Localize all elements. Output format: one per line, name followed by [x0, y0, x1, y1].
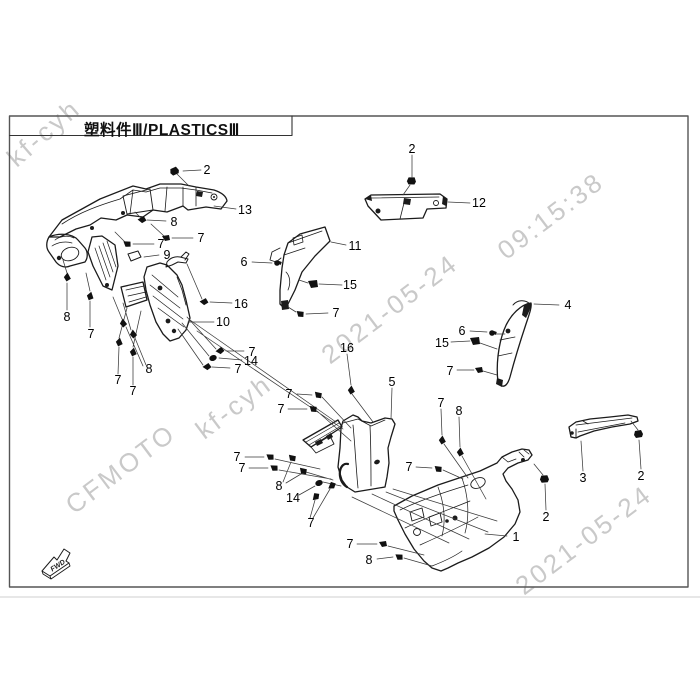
fasteners	[63, 166, 643, 560]
part-11-side-panel	[269, 226, 331, 310]
callout-label: 8	[63, 309, 71, 324]
drawing-frame	[8, 115, 689, 588]
callout-label: 14	[244, 353, 258, 368]
callout-label: 7	[346, 536, 354, 551]
callout-label: 6	[240, 254, 248, 269]
callout-label: 5	[388, 374, 396, 389]
callout-label: 7	[405, 459, 413, 474]
callout-label: 16	[340, 340, 354, 355]
callout-label: 7	[285, 386, 293, 401]
callout-label: 2	[542, 509, 550, 524]
callout-label: 7	[87, 326, 95, 341]
callout-label: 8	[275, 478, 283, 493]
fwd-arrow-label: FWD	[50, 559, 67, 574]
part-10-bracket	[120, 251, 191, 342]
part-13-rear-cowl	[46, 183, 228, 291]
callout-label: 8	[170, 214, 178, 229]
callout-label: 15	[435, 335, 449, 350]
callout-label: 16	[234, 296, 248, 311]
fwd-arrow-icon: FWD	[41, 548, 71, 580]
callout-label: 7	[234, 361, 242, 376]
callout-label: 2	[637, 468, 645, 483]
callout-label: 11	[348, 238, 362, 253]
page-title: 塑料件Ⅲ/PLASTICSⅢ	[84, 122, 240, 139]
callout-label: 3	[579, 470, 587, 485]
part-5-center-panel	[302, 414, 396, 493]
callout-label: 7	[248, 344, 256, 359]
callout-label: 2	[203, 162, 211, 177]
callout-label: 7	[114, 372, 122, 387]
callout-label: 10	[216, 314, 230, 329]
callout-label: 4	[564, 297, 572, 312]
part-9-pad	[127, 250, 142, 262]
callout-label: 7	[197, 230, 205, 245]
part-3-trim-strip	[568, 414, 639, 439]
callout-label: 7	[437, 395, 445, 410]
callout-label: 7	[233, 449, 241, 464]
callout-label: 13	[238, 202, 252, 217]
callout-label: 1	[512, 529, 520, 544]
callout-label: 14	[286, 490, 300, 505]
callout-label: 2	[408, 141, 416, 156]
callout-label: 12	[472, 195, 486, 210]
part-4-trim	[496, 300, 532, 387]
title-box-border	[8, 115, 293, 137]
callout-label: 7	[129, 383, 137, 398]
callout-label: 7	[157, 236, 165, 251]
callout-label: 7	[238, 460, 246, 475]
callout-label: 8	[365, 552, 373, 567]
leader-lines	[62, 154, 642, 567]
callout-label: 8	[145, 361, 153, 376]
callout-label: 7	[277, 401, 285, 416]
callout-label: 7	[307, 515, 315, 530]
callout-label: 9	[163, 247, 171, 262]
callout-label: 7	[332, 305, 340, 320]
callout-label: 15	[343, 277, 357, 292]
callout-label: 8	[455, 403, 463, 418]
callout-label: 7	[446, 363, 454, 378]
callout-label: 6	[458, 323, 466, 338]
part-12-top-panel	[364, 193, 448, 221]
